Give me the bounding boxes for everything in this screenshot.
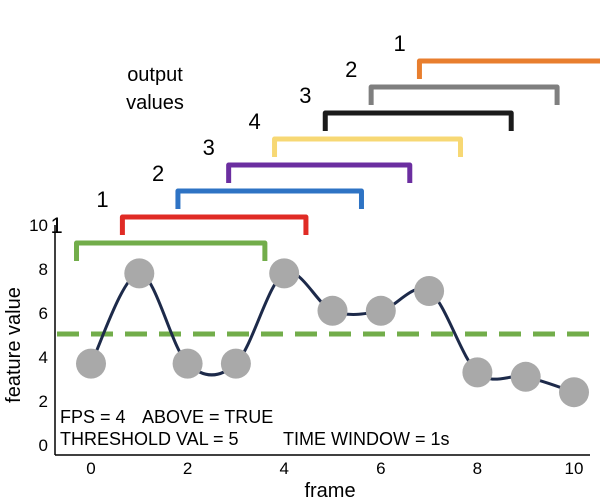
y-tick-label: 4 xyxy=(39,348,48,367)
y-tick-label: 2 xyxy=(39,392,48,411)
output-windows: 1 1 2 3 4 3 2 1 xyxy=(51,31,600,261)
time-window-annotation: TIME WINDOW = 1s xyxy=(283,429,450,449)
x-tick-label: 10 xyxy=(565,459,584,478)
window-output-label: 3 xyxy=(299,83,311,108)
window-bracket xyxy=(119,214,309,235)
data-point xyxy=(365,295,396,326)
window-bracket xyxy=(322,110,514,131)
x-tick-label: 8 xyxy=(473,459,482,478)
data-point xyxy=(414,276,445,306)
window-output-label: 3 xyxy=(203,135,215,160)
data-point xyxy=(317,295,348,326)
data-point xyxy=(220,348,251,379)
window-bracket xyxy=(175,188,364,209)
x-axis-label: frame xyxy=(304,480,355,502)
window-bracket xyxy=(226,162,413,183)
x-tick-label: 4 xyxy=(279,459,288,478)
above-annotation: ABOVE = TRUE xyxy=(142,407,273,427)
threshold-annotation: THRESHOLD VAL = 5 xyxy=(60,429,239,449)
y-tick-label: 8 xyxy=(39,260,48,279)
window-output-label: 1 xyxy=(393,31,405,56)
data-point xyxy=(172,348,203,379)
window-bracket xyxy=(368,84,560,105)
data-points xyxy=(76,258,589,408)
x-tick-label: 6 xyxy=(376,459,385,478)
window-bracket xyxy=(74,240,268,261)
data-point xyxy=(510,361,541,392)
window-bracket xyxy=(416,58,600,79)
axis-ticks: 0 2 4 6 8 10 0 2 4 6 8 10 xyxy=(29,216,583,478)
window-output-label: 2 xyxy=(345,57,357,82)
window-output-label: 1 xyxy=(96,187,108,212)
data-point xyxy=(76,348,106,379)
data-point xyxy=(462,357,493,388)
data-point xyxy=(269,258,300,289)
y-axis-label: feature value xyxy=(3,287,25,403)
window-output-label: 4 xyxy=(249,109,261,134)
y-tick-label: 0 xyxy=(39,436,48,455)
y-tick-label: 6 xyxy=(39,304,48,323)
window-output-label: 2 xyxy=(152,161,164,186)
axes xyxy=(54,225,590,456)
x-tick-label: 2 xyxy=(183,459,192,478)
fps-annotation: FPS = 4 xyxy=(60,407,126,427)
data-point xyxy=(559,377,589,408)
x-tick-label: 0 xyxy=(86,459,95,478)
output-title-line1: output xyxy=(127,64,183,86)
output-title-line2: values xyxy=(126,92,184,114)
window-output-label: 1 xyxy=(51,213,63,238)
data-point xyxy=(124,258,155,289)
y-tick-label: 10 xyxy=(29,216,48,235)
window-bracket xyxy=(272,136,463,157)
